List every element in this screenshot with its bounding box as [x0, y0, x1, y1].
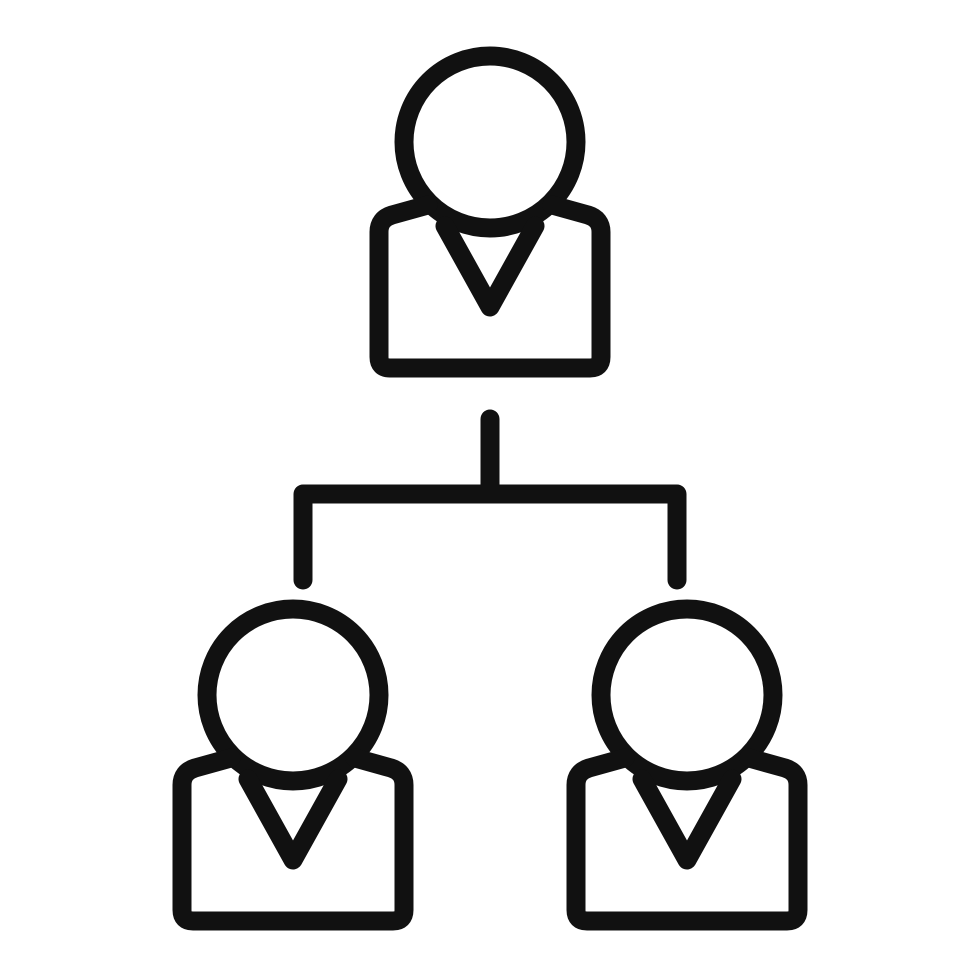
person-body: [566, 748, 808, 931]
person-head: [394, 46, 586, 238]
person-head: [197, 599, 389, 791]
top-person-icon: [369, 46, 611, 378]
person-body: [369, 195, 611, 378]
bottom-right-person-icon: [566, 599, 808, 931]
bottom-left-person-icon: [172, 599, 414, 931]
person-tie: [632, 769, 742, 870]
person-head: [591, 599, 783, 791]
person-tie: [238, 769, 348, 870]
person-tie: [435, 216, 545, 317]
person-body: [172, 748, 414, 931]
branch-connector: [293, 409, 687, 590]
